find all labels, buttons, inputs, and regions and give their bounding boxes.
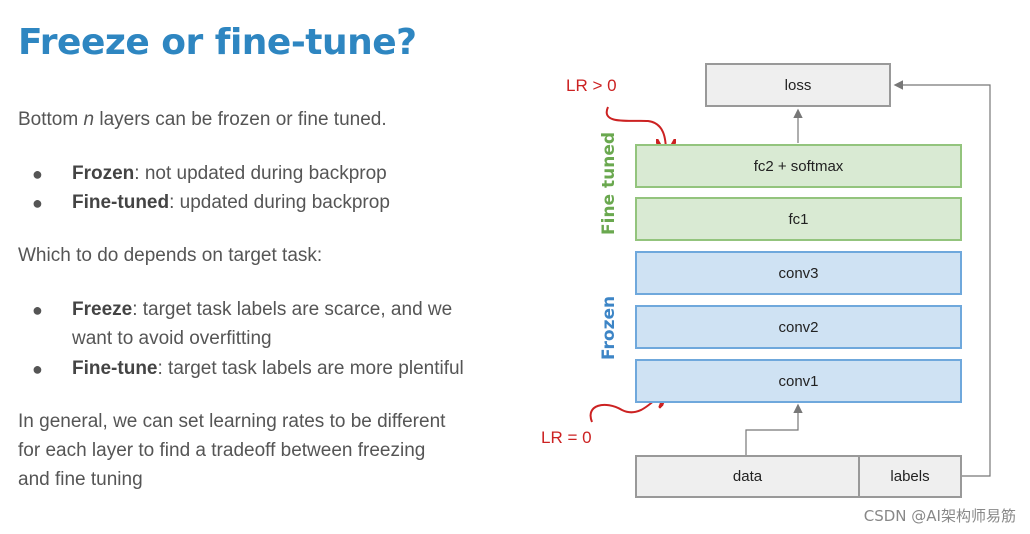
bullet-fine-tune: Fine-tune: target task labels are more p…: [72, 354, 464, 384]
arrow-labels-to-loss: [893, 80, 991, 477]
bullet-bold: Fine-tune: [72, 358, 158, 379]
bullet-rest: : updated during backprop: [169, 192, 390, 213]
bullet-frozen: Frozen: not updated during backprop: [72, 159, 387, 189]
bullet-bold: Frozen: [72, 163, 135, 184]
lr-top-label: LR > 0: [566, 76, 617, 95]
lr-top-arrow: [605, 106, 666, 153]
bullet-freeze-line2: want to avoid overfitting: [72, 328, 272, 349]
fine-tuned-label: Fine tuned: [599, 131, 619, 235]
bullet-bold: Fine-tuned: [72, 192, 170, 213]
block-conv1: conv1: [635, 359, 962, 403]
watermark: CSDN @AI架构师易筋: [863, 507, 1016, 525]
conclusion-line-1: In general, we can set learning rates to…: [18, 411, 446, 432]
question-text: Which to do depends on target task:: [18, 245, 323, 266]
bullet-dot: ●: [32, 359, 43, 379]
page-title: Freeze or fine-tune?: [18, 22, 417, 63]
bullet-freeze: Freeze: target task labels are scarce, a…: [72, 295, 452, 325]
block-loss: loss: [705, 63, 891, 107]
intro-text: Bottom n layers can be frozen or fine tu…: [18, 105, 387, 135]
bullet-dot: ●: [32, 300, 43, 320]
conclusion-line-2: for each layer to find a tradeoff betwee…: [18, 440, 426, 461]
intro-before: Bottom: [18, 109, 84, 130]
block-conv2: conv2: [635, 305, 962, 349]
bullet-dot: ●: [32, 193, 43, 213]
bullet-rest: : target task labels are more plentiful: [157, 358, 464, 379]
bullet-bold: Freeze: [72, 299, 133, 320]
conclusion-line-3: and fine tuning: [18, 469, 143, 490]
intro-after: layers can be frozen or fine tuned.: [94, 109, 387, 130]
block-conv3: conv3: [635, 251, 962, 295]
bullet-dot: ●: [32, 164, 43, 184]
bullet-rest: : not updated during backprop: [134, 163, 387, 184]
bullet-fine-tuned: Fine-tuned: updated during backprop: [72, 188, 390, 218]
lr-bottom-label: LR = 0: [541, 428, 592, 447]
block-data: data: [635, 455, 860, 498]
bullet-rest: : target task labels are scarce, and we: [132, 299, 453, 320]
block-labels: labels: [858, 455, 962, 498]
block-fc2-softmax: fc2 + softmax: [635, 144, 962, 188]
intro-italic: n: [83, 109, 95, 130]
block-fc1: fc1: [635, 197, 962, 241]
frozen-label: Frozen: [599, 295, 619, 360]
arrow-data-to-conv1: [745, 403, 803, 455]
